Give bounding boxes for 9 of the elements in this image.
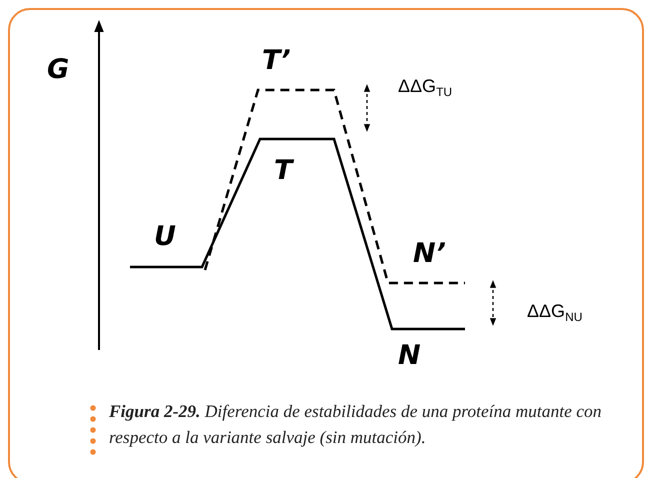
state-label: T	[274, 157, 292, 184]
state-label: U	[154, 223, 176, 250]
state-label: T’	[262, 47, 291, 74]
state-label: ΔΔG$_{NU}$	[527, 302, 582, 323]
figure-caption: Figura 2-29. Diferencia de estabilidades de una proteína mutante con respecto a la variante salvaje (sin mutación).	[109, 400, 603, 449]
state-label: N	[398, 342, 421, 369]
state-label: N’	[413, 240, 446, 267]
state-label: G	[47, 56, 70, 83]
state-label: ΔΔG$_{TU}$	[398, 77, 452, 98]
